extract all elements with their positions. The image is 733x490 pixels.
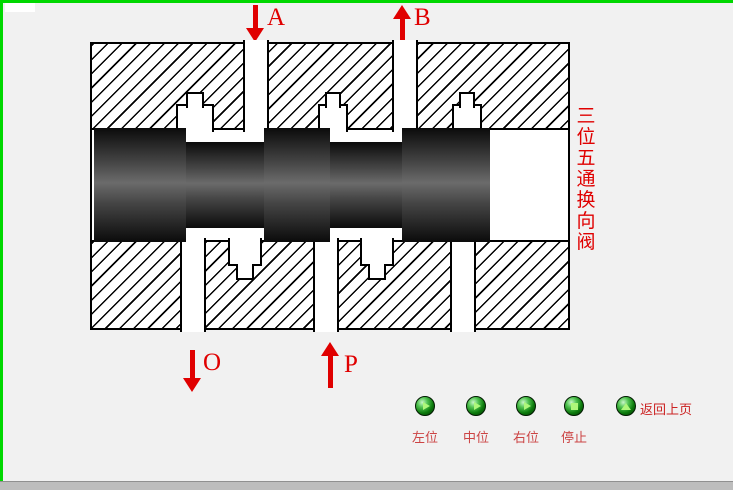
middle-position-label: 中位 [462,431,489,446]
port-p-label: P [344,351,358,378]
play-icon [523,402,531,410]
spool-shaft-2 [330,142,402,228]
top-notch-1-step [186,92,204,108]
port-b-arrow-shaft [400,17,405,42]
top-notch-2-step [325,92,341,108]
port-o-arrow-head [183,378,201,392]
stop-icon [570,402,578,410]
back-label[interactable]: 返回上页 [640,403,693,418]
port-o-label: O [203,349,222,376]
right-position-label: 右位 [512,431,539,446]
back-button[interactable] [616,396,636,416]
bottom-notch-2-step [368,264,386,280]
top-notch-3-step [459,92,475,108]
port-p-arrow-head [321,342,339,356]
port-a-label: A [267,4,286,31]
frame-corner-chip [5,3,35,12]
up-icon [621,402,631,410]
frame-top-border [0,0,733,3]
bottom-notch-1 [228,238,262,266]
valve-title-vertical: 三位五通换向阀 [576,105,596,253]
port-o-channel [180,238,206,332]
exhaust-channel [450,238,476,332]
left-position-button[interactable] [415,396,435,416]
stop-label: 停止 [560,431,587,446]
left-position-label: 左位 [411,431,438,446]
stop-button[interactable] [564,396,584,416]
status-bar [0,481,733,490]
port-b-channel [392,40,418,132]
spool-land-right [402,128,490,242]
bottom-notch-1-step [236,264,254,280]
frame-left-border [0,0,3,481]
port-a-arrow-head [246,28,264,42]
valve-cross-section [90,40,570,332]
top-notch-2 [318,104,348,132]
play-icon [422,402,430,410]
spool-land-left [94,128,186,242]
port-b-label: B [414,4,431,31]
spool-shaft-1 [186,142,264,228]
bottom-notch-2 [360,238,394,266]
port-b-arrow-head [393,5,411,19]
port-a-channel [243,40,269,132]
port-p-channel [313,238,339,332]
port-o-arrow-shaft [190,350,195,380]
port-p-arrow-shaft [328,354,333,388]
port-a-arrow-shaft [253,5,258,30]
play-icon [473,402,481,410]
spool-land-middle [264,128,330,242]
right-position-button[interactable] [516,396,536,416]
valve-top-block [90,42,570,130]
middle-position-button[interactable] [466,396,486,416]
